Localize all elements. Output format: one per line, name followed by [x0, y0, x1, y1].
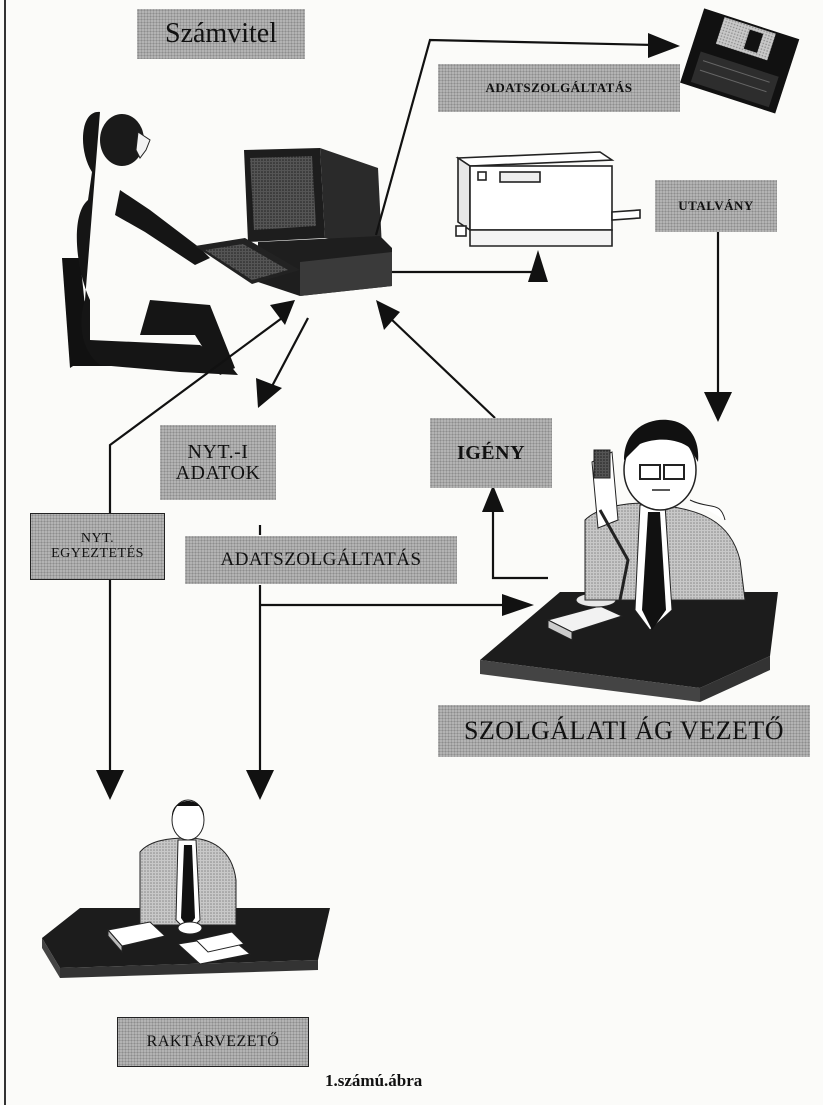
arrowhead-raktar-left	[96, 770, 124, 800]
printer-icon	[455, 151, 641, 247]
phone-manager-icon	[480, 419, 778, 702]
line-nyt-egyeztetes	[108, 317, 283, 772]
arrow-igeny-to-computer	[389, 317, 496, 419]
connectors	[108, 38, 720, 772]
arrowhead-raktar-right	[246, 770, 274, 800]
arrowheads	[96, 33, 732, 800]
floppy-disk-icon	[680, 8, 800, 114]
arrowhead-computer-igeny	[376, 300, 400, 330]
figure-caption: 1.számú.ábra	[325, 1071, 423, 1090]
label-igeny: IGÉNY	[430, 418, 552, 488]
arrowhead-computer-nyt	[270, 300, 295, 325]
arrowhead-floppy	[648, 33, 680, 58]
arrowhead-nyt-adatok	[256, 378, 282, 408]
label-szolgalati-ag-vezeto: SZOLGÁLATI ÁG VEZETŐ	[438, 705, 810, 757]
label-nyt-egyeztetes: NYT. EGYEZTETÉS	[30, 513, 165, 580]
arrowhead-printer	[528, 250, 548, 282]
label-adatszolgaltatas-mid: ADATSZOLGÁLTATÁS	[185, 536, 457, 584]
label-raktarvezeto: RAKTÁRVEZETŐ	[117, 1017, 309, 1067]
desk-manager-icon	[42, 799, 330, 978]
diagram-title: Számvitel	[137, 9, 305, 59]
computer-operator-icon	[62, 111, 392, 376]
arrow-manager-to-igeny	[491, 510, 548, 580]
label-adatszolgaltatas-top: ADATSZOLGÁLTATÁS	[438, 64, 680, 112]
label-nyt-adatok: NYT.-I ADATOK	[160, 425, 276, 500]
arrowhead-igeny	[482, 485, 504, 512]
arrowhead-manager-mid	[502, 594, 534, 616]
arrow-computer-to-nyt	[269, 317, 309, 391]
arrowhead-manager-top	[704, 392, 732, 422]
arrow-to-floppy	[374, 38, 656, 236]
label-utalvany: UTALVÁNY	[655, 180, 777, 232]
